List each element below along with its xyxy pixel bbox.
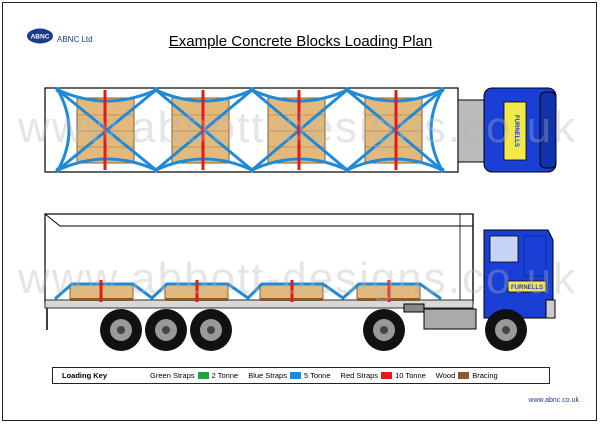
- logo-text: ABNC: [31, 34, 50, 41]
- cab-top: FURNELLS: [457, 87, 557, 173]
- trailer-chassis: [44, 299, 474, 309]
- wood-swatch: [458, 372, 470, 379]
- page-frame: [2, 2, 597, 421]
- abnc-logo: ABNC: [27, 28, 53, 44]
- top-view: FURNELLS: [44, 87, 557, 173]
- wheels: [100, 309, 527, 351]
- watermark-top: www.abbott-designs.co.uk: [18, 103, 578, 152]
- green-swatch: [197, 372, 209, 379]
- red-straps-top: [103, 90, 398, 170]
- website-link[interactable]: www.abnc.co.uk: [528, 397, 579, 404]
- company-name: ABNC Ltd: [57, 35, 93, 44]
- cab-side: FURNELLS: [403, 229, 556, 330]
- key-title: Loading Key: [62, 371, 108, 380]
- page-title: Example Concrete Blocks Loading Plan: [168, 33, 433, 50]
- watermark-bottom: www.abbott-designs.co.uk: [18, 254, 578, 303]
- red-straps-side: [99, 280, 391, 302]
- strap-anchors-top: [55, 87, 445, 173]
- red-swatch: [381, 372, 393, 379]
- side-view: FURNELLS: [44, 213, 556, 351]
- fuel-tank: [423, 308, 477, 330]
- cab-side-brand: FURNELLS: [511, 285, 543, 291]
- cab-top-brand: FURNELLS: [513, 115, 519, 147]
- blue-swatch: [289, 372, 301, 379]
